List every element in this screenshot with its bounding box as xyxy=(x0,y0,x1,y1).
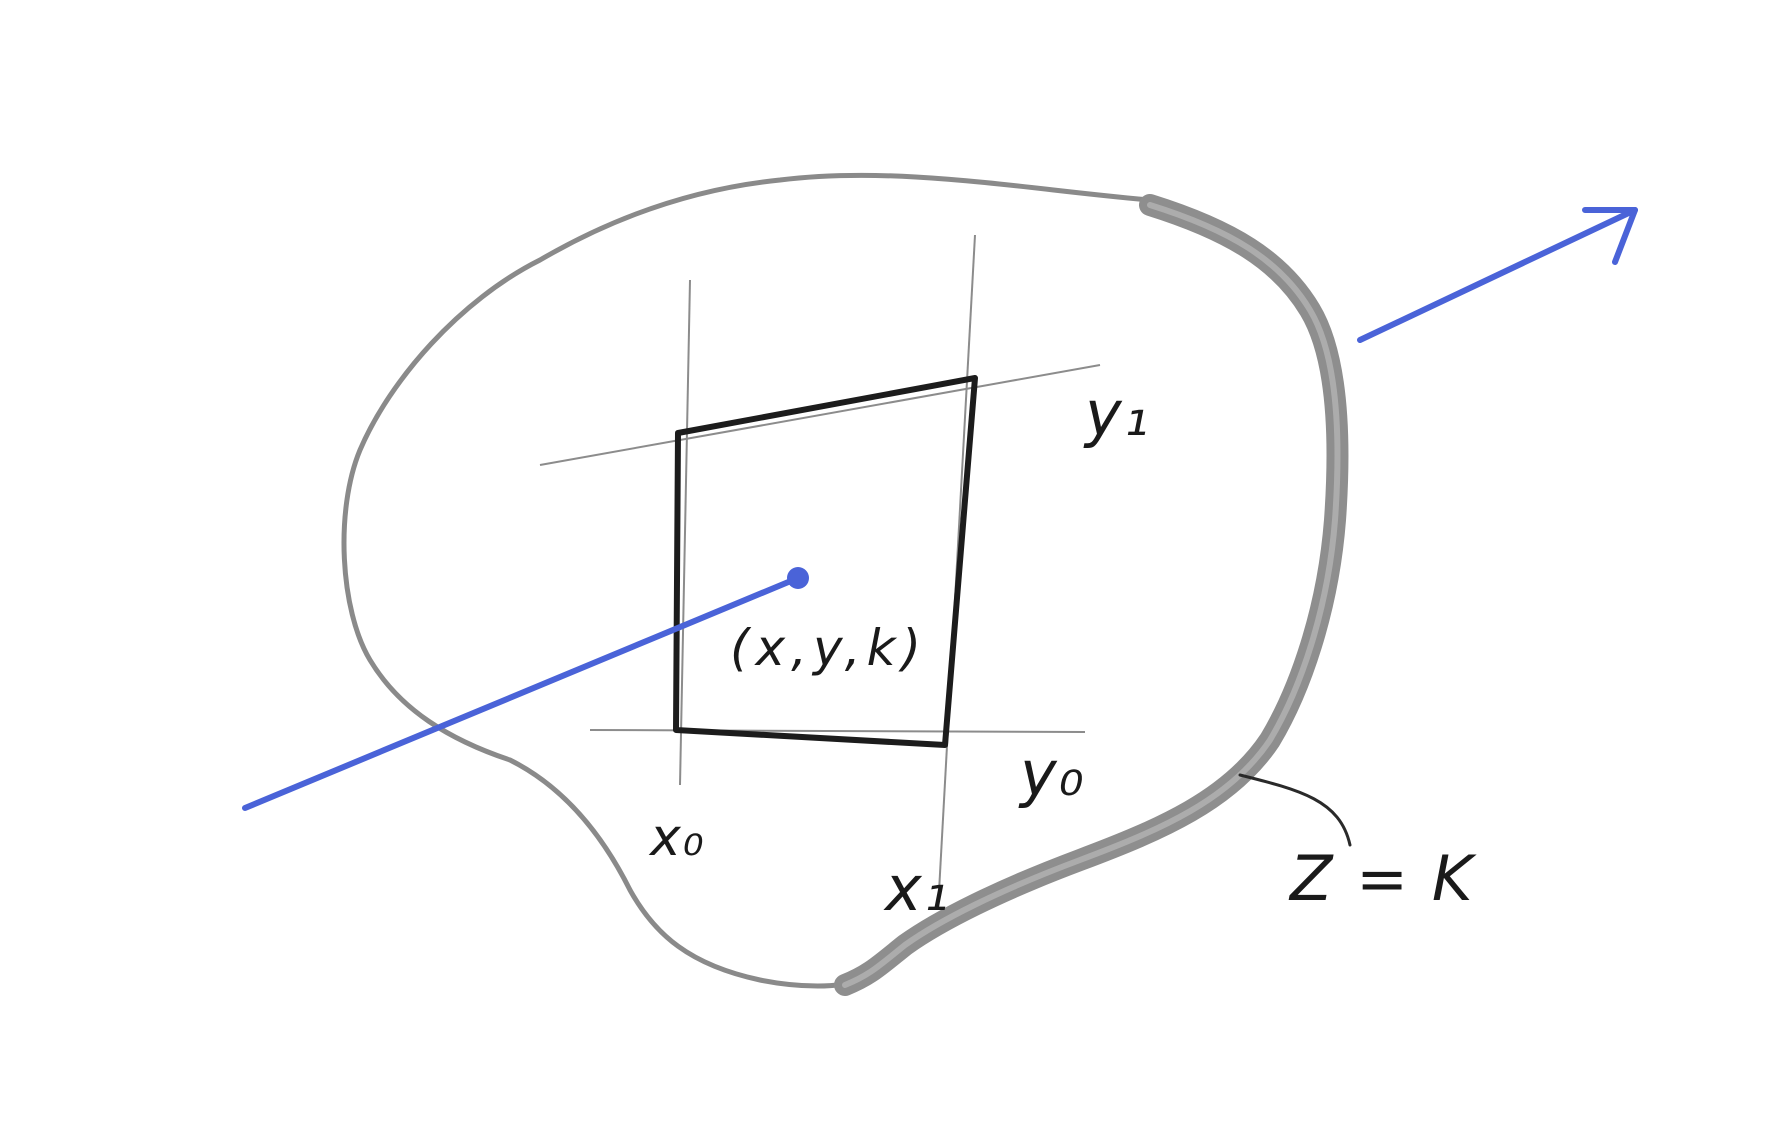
intersection-point xyxy=(787,567,809,589)
plane-thick-edge-highlight xyxy=(842,202,1341,988)
point-label: (x,y,k) xyxy=(730,619,927,677)
grid-line-y1 xyxy=(539,364,1101,466)
outgoing-ray xyxy=(1357,207,1638,343)
plane-equation-label: Z = K xyxy=(1288,842,1477,915)
incoming-ray xyxy=(242,575,801,811)
y1-label: y₁ xyxy=(1083,377,1151,450)
grid-line-x0 xyxy=(679,279,691,786)
grid-line-y0 xyxy=(589,729,1086,733)
plane-label-leader xyxy=(1238,773,1352,847)
x0-label: x₀ xyxy=(648,808,706,868)
arrow-head-icon xyxy=(1582,207,1638,265)
plane-outline xyxy=(341,172,1153,989)
x1-label: x₁ xyxy=(883,852,951,925)
y0-label: y₀ xyxy=(1018,737,1086,810)
